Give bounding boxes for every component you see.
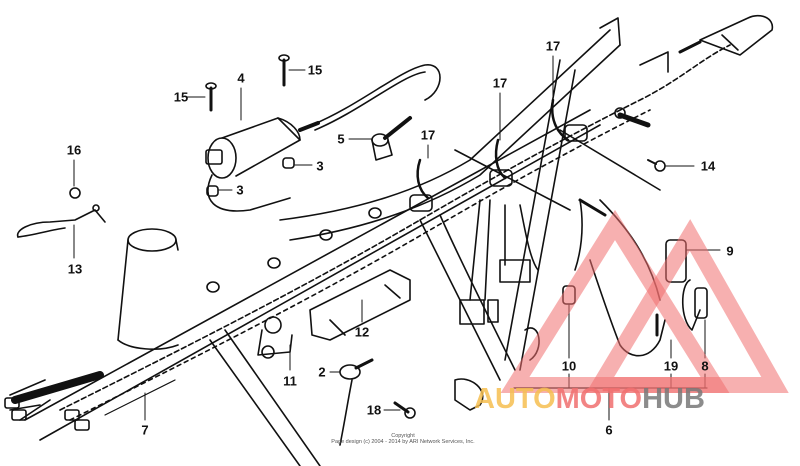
watermark-triangle-icon: [500, 209, 789, 393]
callout-17: 17: [492, 75, 508, 91]
callout-19: 19: [663, 358, 679, 374]
watermark-moto: MOTO: [555, 383, 643, 415]
watermark-auto: AUTO: [474, 383, 556, 415]
callout-5: 5: [337, 131, 345, 147]
callout-12: 12: [354, 324, 370, 340]
callout-9: 9: [726, 243, 734, 259]
callout-17: 17: [420, 127, 436, 143]
watermark-hub: HUB: [642, 383, 705, 415]
callout-15: 15: [173, 89, 189, 105]
automotohub-watermark: AUTOMOTOHUB: [474, 385, 705, 414]
callout-11: 11: [283, 373, 297, 389]
callout-13: 13: [67, 261, 83, 277]
callout-15: 15: [307, 62, 323, 78]
callout-10: 10: [561, 358, 577, 374]
callout-18: 18: [366, 402, 382, 418]
callout-3: 3: [316, 158, 324, 174]
callout-7: 7: [141, 422, 149, 438]
callout-4: 4: [237, 70, 245, 86]
callout-8: 8: [701, 358, 709, 374]
callout-14: 14: [700, 158, 716, 174]
callout-6: 6: [605, 422, 613, 438]
copyright-title: Copyright: [391, 433, 415, 439]
callout-3: 3: [236, 182, 244, 198]
copyright-text: Page design (c) 2004 - 2014 by ARI Netwo…: [331, 439, 475, 446]
callout-17: 17: [545, 38, 561, 54]
callout-2: 2: [318, 364, 326, 380]
callout-16: 16: [66, 142, 82, 158]
copyright-notice: Copyright Page design (c) 2004 - 2014 by…: [318, 433, 488, 445]
